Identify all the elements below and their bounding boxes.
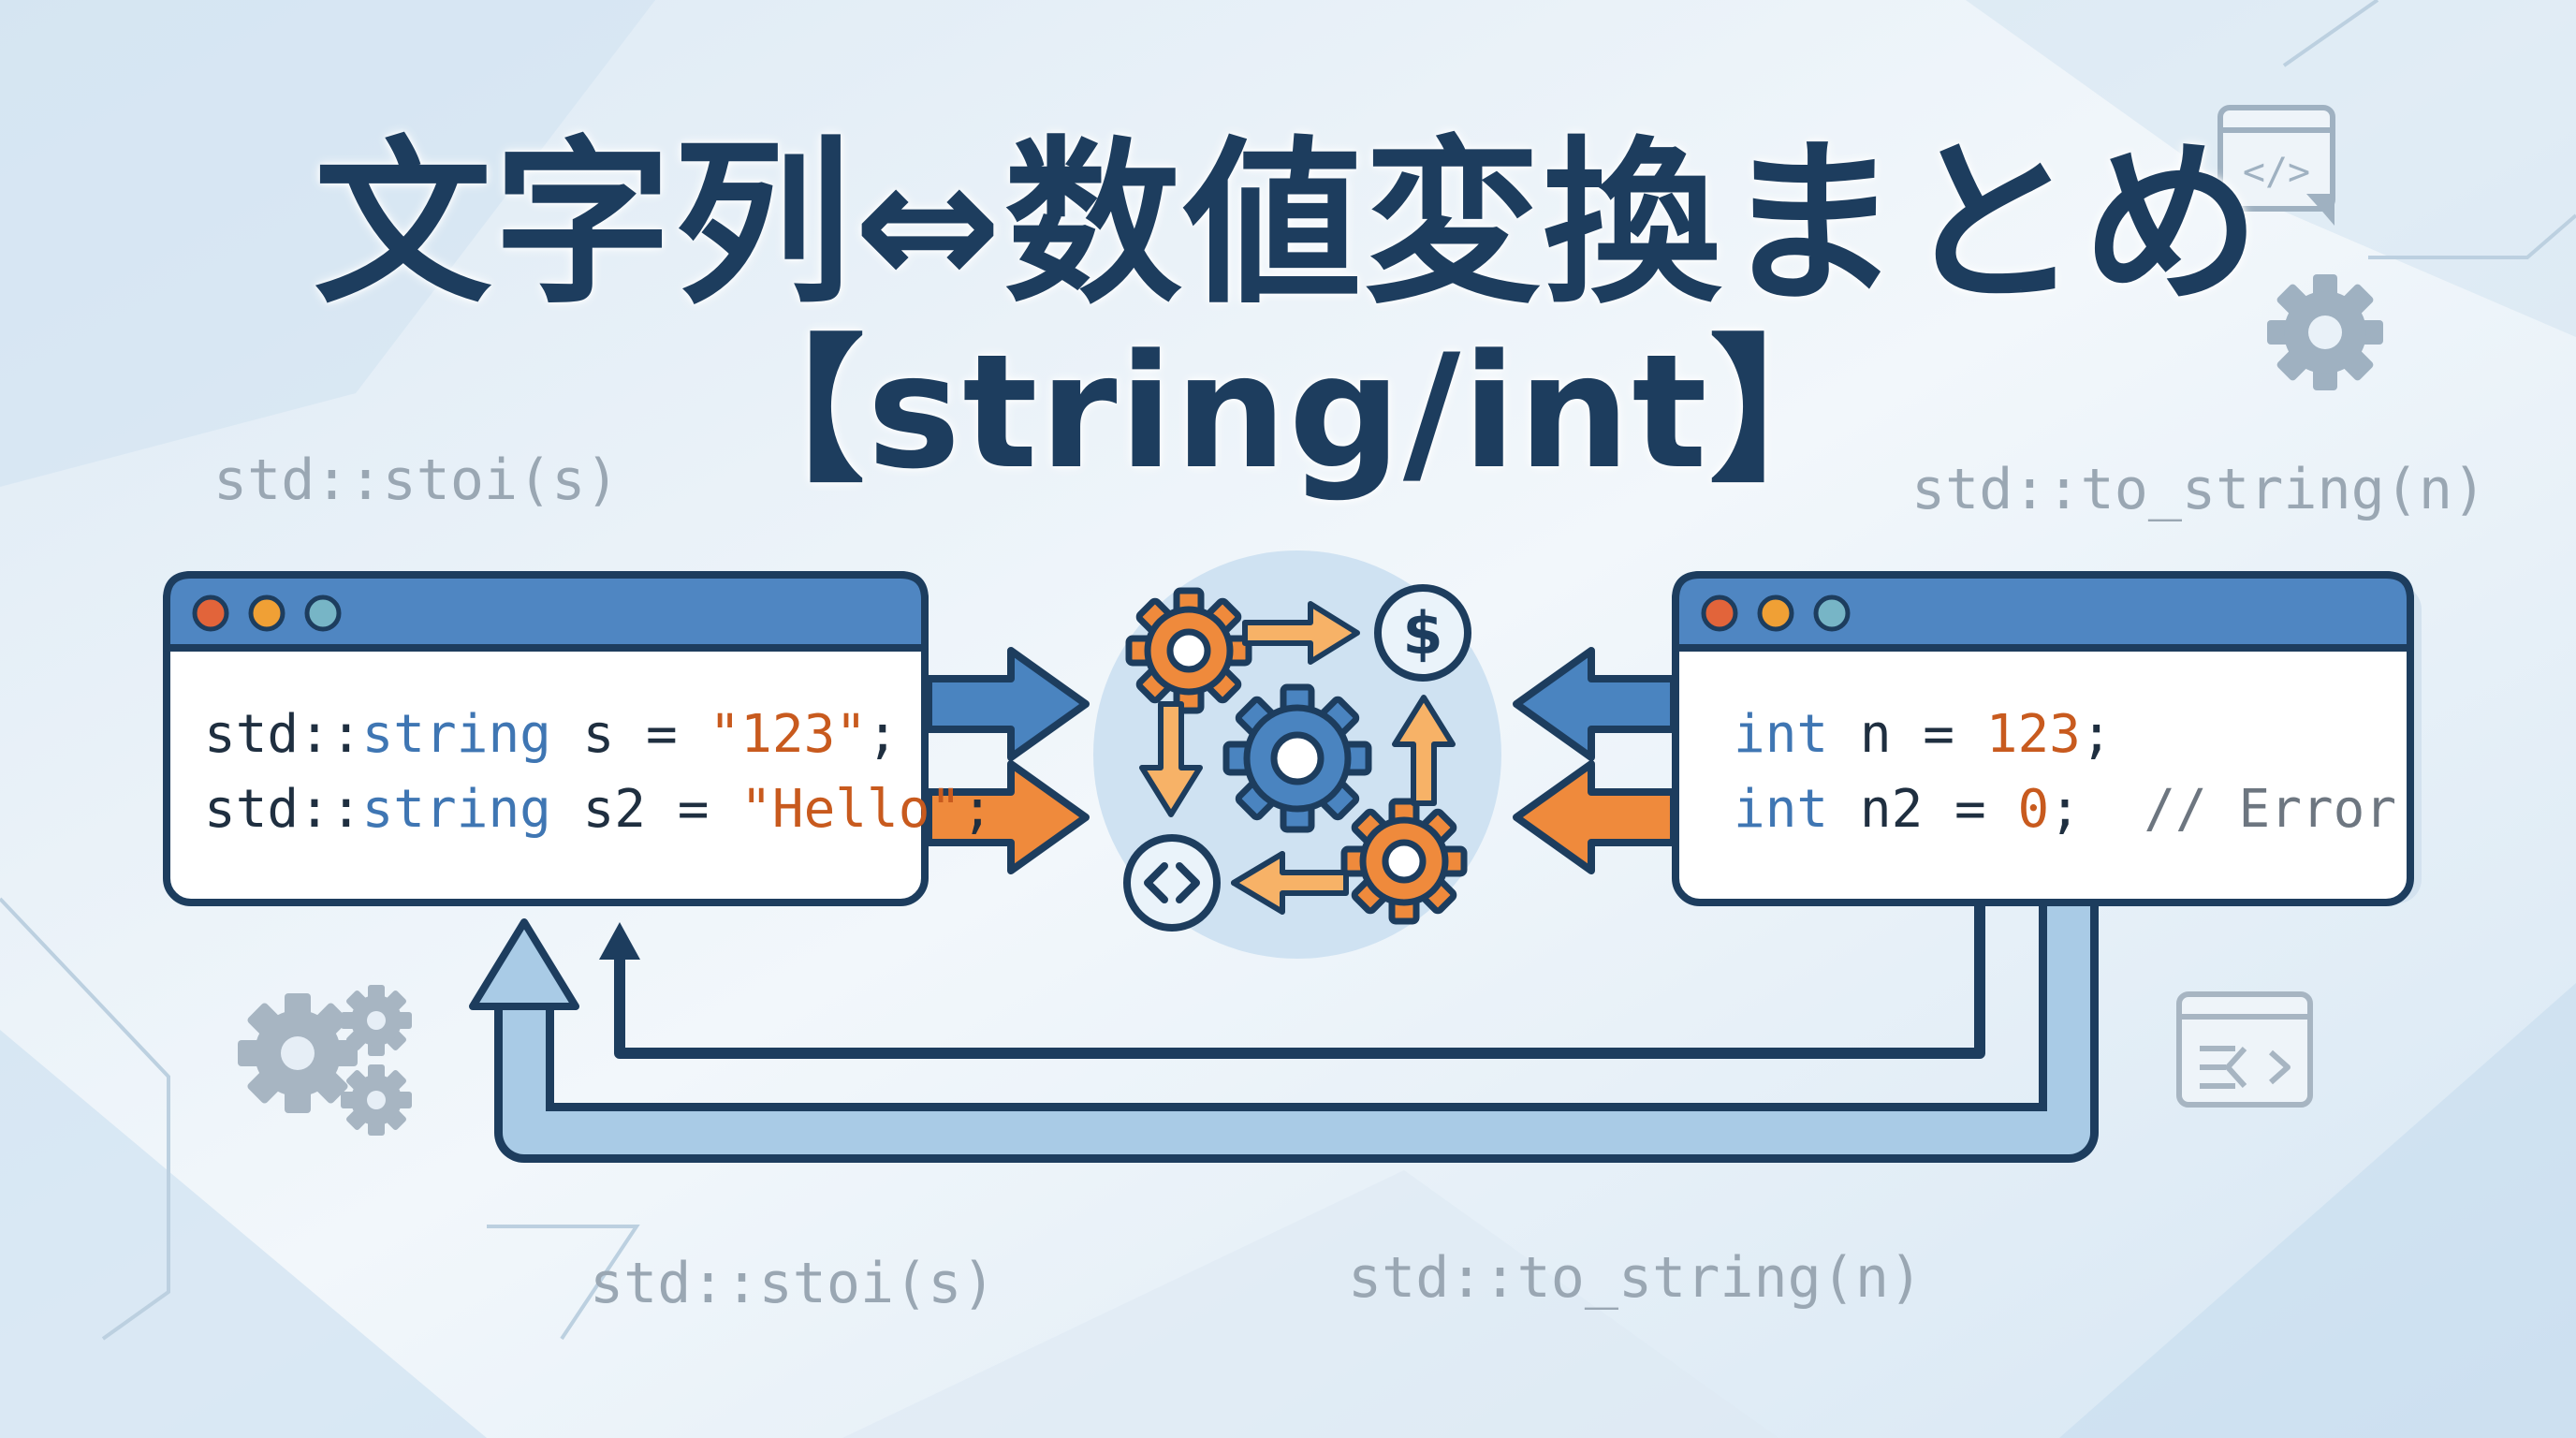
code-line: int n2 = 0; // Error xyxy=(1734,779,2396,840)
svg-text:$: $ xyxy=(1402,599,1442,668)
code-type: string xyxy=(361,779,551,840)
code-terminator: ; xyxy=(2049,779,2144,840)
gear-icon xyxy=(1125,587,1252,714)
svg-text:</>: </> xyxy=(2243,151,2310,194)
code-line: std::string s2 = "Hello"; xyxy=(204,779,993,840)
conversion-hub: $ xyxy=(1093,550,1501,959)
right-orange-arrow xyxy=(1513,760,1677,874)
terminal-window-icon xyxy=(2176,991,2313,1108)
code-number-literal: 123 xyxy=(1985,704,2081,765)
code-window-icon: </> xyxy=(2217,105,2335,226)
code-line: int n = 123; xyxy=(1734,704,2113,765)
window-close-dot xyxy=(1701,594,1738,632)
page-title: 文字列⇔数値変換まとめ xyxy=(314,121,2262,328)
code-identifier: s2 = xyxy=(550,779,741,840)
left-blue-arrow xyxy=(925,647,1090,761)
window-minimize-dot xyxy=(1757,594,1794,632)
right-blue-arrow xyxy=(1513,647,1677,761)
code-line: std::string s = "123"; xyxy=(204,704,899,765)
code-type: int xyxy=(1734,779,1829,840)
hub-arrow-right xyxy=(1242,601,1360,665)
code-namespace: std:: xyxy=(204,704,362,765)
code-identifier: n = xyxy=(1828,704,1986,765)
code-type: int xyxy=(1734,704,1829,765)
left-code-window xyxy=(163,571,929,906)
gear-icon xyxy=(2267,274,2383,390)
code-terminator: ; xyxy=(961,779,993,840)
hub-arrow-down xyxy=(1139,701,1203,817)
gear-icon xyxy=(1340,798,1468,925)
code-identifier: n2 = xyxy=(1828,779,2018,840)
gear-icon xyxy=(1222,683,1372,833)
code-string-literal: "123" xyxy=(709,704,868,765)
left-orange-arrow xyxy=(925,760,1090,874)
window-close-dot xyxy=(192,594,229,632)
stoi-label-bottom: std::stoi(s) xyxy=(590,1251,996,1316)
code-comment: // Error xyxy=(2144,779,2397,840)
dollar-icon: $ xyxy=(1374,584,1471,682)
code-namespace: std:: xyxy=(204,779,362,840)
window-maximize-dot xyxy=(304,594,342,632)
page-subtitle: 【string/int】 xyxy=(708,320,1868,504)
inner-return-arrow xyxy=(599,899,1985,1059)
code-type: string xyxy=(361,704,551,765)
code-number-literal: 0 xyxy=(2017,779,2050,840)
window-minimize-dot xyxy=(248,594,285,632)
code-brackets-icon xyxy=(1123,834,1221,932)
code-identifier: s = xyxy=(550,704,710,765)
right-code-window xyxy=(1672,571,2422,906)
stoi-label-top: std::stoi(s) xyxy=(213,448,620,513)
outer-return-arrow xyxy=(469,899,2099,1163)
to-string-label-bottom: std::to_string(n) xyxy=(1348,1245,1924,1311)
window-maximize-dot xyxy=(1813,594,1851,632)
hub-arrow-up xyxy=(1392,695,1456,806)
code-string-literal: "Hello" xyxy=(740,779,962,840)
to-string-label-top: std::to_string(n) xyxy=(1911,457,2487,522)
code-terminator: ; xyxy=(2080,704,2113,765)
gears-cluster-icon xyxy=(238,985,412,1136)
code-terminator: ; xyxy=(867,704,899,765)
hub-arrow-left xyxy=(1231,851,1349,915)
